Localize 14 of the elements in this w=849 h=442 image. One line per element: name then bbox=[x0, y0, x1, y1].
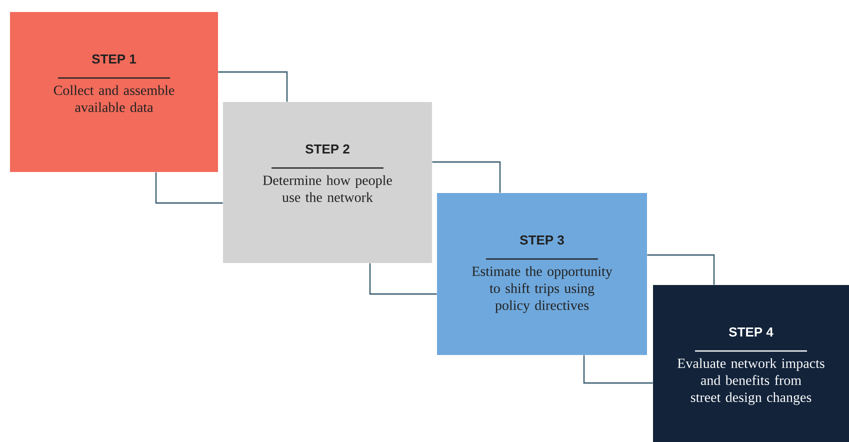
connector-line bbox=[369, 263, 437, 295]
connector-line bbox=[583, 355, 653, 384]
step-description: Evaluate network impacts and benefits from street design changes bbox=[678, 358, 824, 405]
connector-line bbox=[155, 172, 223, 204]
step-heading: STEP 1 bbox=[92, 54, 136, 64]
step-description: Collect and assemble available data bbox=[54, 85, 174, 112]
step-description: Estimate the opportunity to shift trips using policy directives bbox=[472, 266, 612, 313]
connector-line bbox=[218, 71, 288, 102]
connector-line bbox=[432, 161, 501, 193]
connector-line bbox=[647, 254, 715, 285]
step-heading: STEP 4 bbox=[728, 327, 774, 337]
step-heading: STEP 3 bbox=[520, 235, 564, 245]
step-heading: STEP 2 bbox=[305, 144, 350, 154]
step-description: Determine how people use the network bbox=[263, 175, 392, 202]
